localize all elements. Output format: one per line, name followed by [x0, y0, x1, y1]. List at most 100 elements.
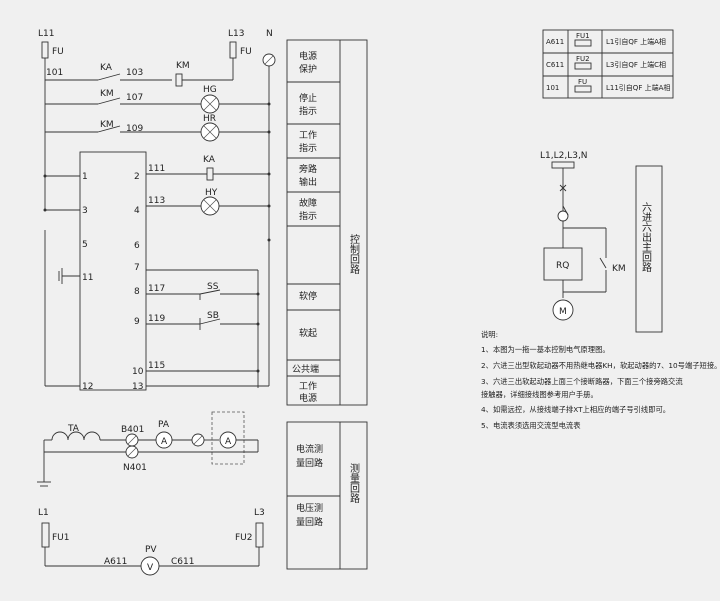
terminal-12: 12: [82, 382, 93, 392]
fuse-table: A611 FU1 L1引自QF 上端A相 C611 FU2 L3引自QF 上端C…: [542, 29, 674, 99]
fuse-fu-l13: [229, 41, 237, 59]
terminal-8: 8: [134, 287, 140, 297]
note-line-4: 接触器，详细接线图参考用户手册。: [481, 390, 598, 399]
block-bypass-output: 旁路输出: [299, 163, 317, 188]
control-circuit: L11 FU 101 L13 FU N KA 103 KM KM 107 HG: [38, 29, 276, 392]
label-n401: N401: [123, 463, 147, 473]
wire-a611: A611: [104, 557, 127, 567]
wire-109: 109: [126, 124, 143, 134]
coil-km: [175, 73, 183, 87]
table-row-1-fuse: FU1: [576, 32, 590, 40]
table-row-3-fuse: FU: [578, 78, 587, 86]
fuse-fu2: [255, 522, 264, 548]
wire-111: 111: [148, 164, 165, 174]
wire-113: 113: [148, 196, 165, 206]
label-sb: SB: [207, 311, 219, 321]
block-voltage-measure: 电压测量回路: [296, 502, 323, 528]
terminal-10: 10: [132, 367, 144, 377]
table-row-3-desc: L11引自QF 上端A相: [606, 83, 670, 92]
phase-terminal: [551, 161, 575, 169]
note-line-6: 5、电流表须选用交流型电流表: [481, 421, 581, 430]
block-soft-stop: 软停: [299, 290, 317, 302]
label-l11: L11: [38, 29, 54, 39]
block-stop-indicate: 停止指示: [299, 92, 317, 117]
wire-103: 103: [126, 68, 143, 78]
label-hr: HR: [203, 114, 216, 124]
main-circuit-title: 六进六出主回路: [640, 202, 652, 273]
terminal-5: 5: [82, 240, 88, 250]
label-l1: L1: [38, 508, 49, 518]
terminal-3: 3: [82, 206, 88, 216]
label-pv: PV: [145, 545, 157, 555]
label-pa: PA: [158, 420, 170, 430]
table-row-1-desc: L1引自QF 上端A相: [606, 37, 666, 46]
section-title-measure: 测量回路: [348, 462, 360, 504]
terminal-1: 1: [82, 172, 88, 182]
label-fu1: FU1: [52, 533, 70, 543]
note-line-5: 4、如需远控，从接线端子排XT上相应的端子号引线即可。: [481, 405, 670, 414]
wire-119: 119: [148, 314, 165, 324]
block-work-indicate: 工作指示: [299, 129, 317, 154]
ammeter-remote-a: A: [225, 437, 232, 447]
label-fu2: FU2: [235, 533, 253, 543]
remote-ammeter-frame: [211, 411, 245, 465]
label-rq: RQ: [556, 261, 569, 271]
label-n: N: [266, 29, 273, 39]
terminal-11: 11: [82, 273, 93, 283]
wire-117: 117: [148, 284, 165, 294]
voltmeter-pv: [140, 556, 160, 576]
terminal-6: 6: [134, 241, 140, 251]
block-power-protect: 电源保护: [299, 50, 317, 75]
label-phases: L1,L2,L3,N: [540, 151, 588, 161]
notes-title: 说明:: [481, 330, 498, 339]
soft-starter-box: [79, 151, 147, 391]
motor-m: [552, 299, 574, 321]
note-line-3: 3、六进三出软起动器上面三个接断路器，下面三个接旁路交流: [481, 377, 683, 386]
block-fault-indicate: 故障指示: [299, 197, 317, 222]
terminal-13: 13: [132, 382, 143, 392]
coil-ka: [206, 167, 214, 181]
section-title-control: 控制回路: [348, 233, 360, 275]
label-ka-contact: KA: [100, 63, 113, 73]
wire-107: 107: [126, 93, 143, 103]
label-hy: HY: [205, 188, 218, 198]
terminal-4: 4: [134, 206, 140, 216]
wire-101: 101: [46, 68, 63, 78]
label-l3: L3: [254, 508, 265, 518]
ct-ta: [51, 431, 101, 441]
label-fu-l11: FU: [52, 47, 64, 57]
label-km-contact-3: KM: [100, 120, 114, 130]
terminal-2: 2: [134, 172, 140, 182]
label-b401: B401: [121, 425, 144, 435]
table-row-2-desc: L3引自QF 上端C相: [606, 60, 666, 69]
block-soft-start: 软起: [299, 327, 317, 339]
terminal-7: 7: [134, 263, 140, 273]
label-km-contact-2: KM: [100, 89, 114, 99]
block-work-power: 工作电源: [299, 380, 317, 404]
terminal-9: 9: [134, 317, 140, 327]
label-hg: HG: [203, 85, 217, 95]
label-km-coil: KM: [176, 61, 190, 71]
label-ta: TA: [67, 424, 80, 434]
label-l13: L13: [228, 29, 244, 39]
main-circuit-title-box: [635, 165, 663, 333]
breaker-qf: [557, 210, 569, 222]
label-km-main: KM: [612, 264, 626, 274]
block-common: 公共端: [292, 363, 319, 375]
ammeter-pa-a: A: [161, 437, 168, 447]
notes: 说明: 1、本图为一拖一基本控制电气原理图。 2、六进三出型软起动器不用热继电器…: [481, 330, 720, 430]
label-m: M: [559, 307, 567, 317]
note-line-1: 1、本图为一拖一基本控制电气原理图。: [481, 345, 610, 354]
label-ss: SS: [207, 282, 219, 292]
main-circuit: L1,L2,L3,N RQ KM M 六进六出主回路: [540, 151, 663, 333]
table-row-2-fuse: FU2: [576, 55, 590, 63]
block-current-measure: 电流测量回路: [296, 443, 323, 469]
voltmeter-v: V: [147, 563, 154, 573]
table-row-3-wire: 101: [546, 84, 559, 92]
note-line-2: 2、六进三出型软起动器不用热继电器KH，软起动器的7、10号端子短接。: [481, 361, 720, 370]
wire-c611: C611: [171, 557, 194, 567]
current-measurement: TA B401 PA A A N401: [37, 411, 259, 487]
fuse-fu-l11: [41, 41, 49, 59]
fuse-fu1: [41, 522, 50, 548]
